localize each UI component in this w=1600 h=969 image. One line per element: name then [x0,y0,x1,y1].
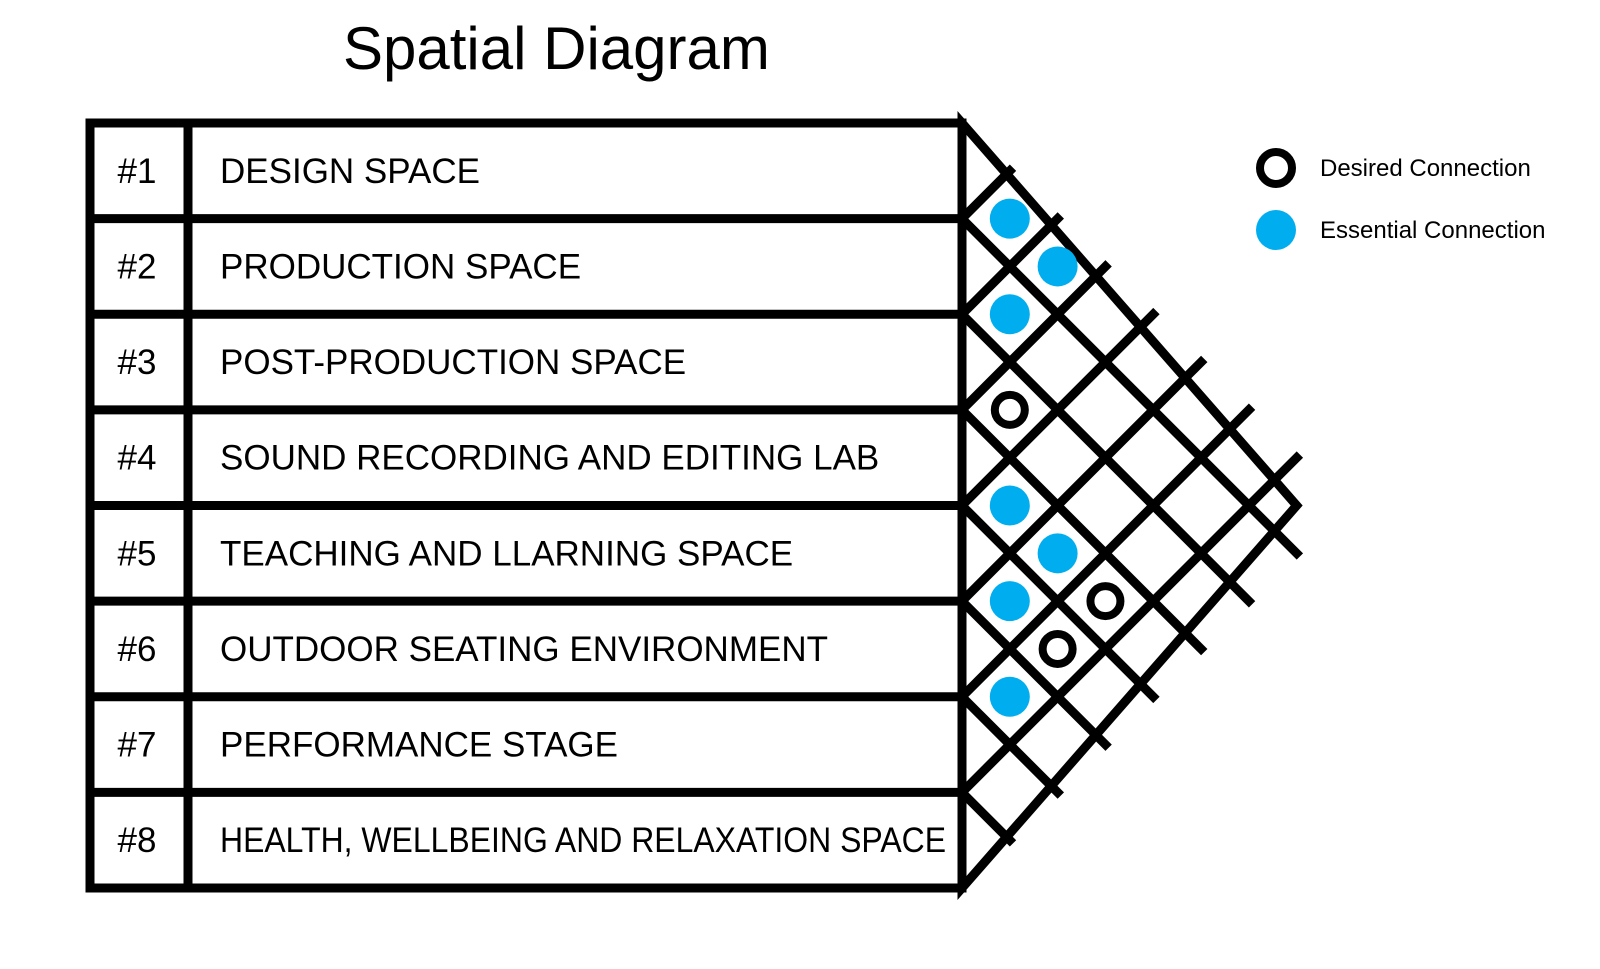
grid-line [955,403,1208,656]
essential-connection-swatch [1256,210,1296,250]
desired-connection-swatch [1256,148,1296,188]
grid-line [955,307,1160,512]
essential-connection-dot [1037,533,1078,574]
room-name: DESIGN SPACE [220,152,480,191]
room-number: #4 [118,439,157,478]
essential-connection-dot [1037,246,1078,287]
room-number: #6 [118,630,157,669]
legend-label: Desired Connection [1320,155,1531,182]
room-name: TEACHING AND LLARNING SPACE [220,534,793,573]
room-table: #1 DESIGN SPACE #2 PRODUCTION SPACE #3 POST-P… [85,118,967,893]
grid-line [955,164,1017,225]
essential-connection-dot [989,198,1030,239]
essential-connection-dot [989,581,1030,622]
legend-item-essential: Essential Connection [1256,210,1545,250]
room-row: #2 PRODUCTION SPACE [118,247,582,286]
room-row: #8 HEALTH, WELLBEING AND RELAXATION SPACE [118,821,946,860]
grid-line [955,403,1256,704]
grid-line [955,786,1017,847]
room-number: #7 [118,726,157,765]
grid-line [955,355,1208,608]
room-row: #3 POST-PRODUCTION SPACE [118,343,687,382]
connection-grid [955,111,1304,900]
room-name: POST-PRODUCTION SPACE [220,343,686,382]
room-row: #4 SOUND RECORDING AND EDITING LAB [118,439,880,478]
room-name: PERFORMANCE STAGE [220,726,618,765]
room-row: #7 PERFORMANCE STAGE [118,726,618,765]
room-number: #8 [118,821,157,860]
room-row: #1 DESIGN SPACE [118,152,480,191]
room-row: #5 TEACHING AND LLARNING SPACE [118,534,794,573]
legend-item-desired: Desired Connection [1256,148,1531,188]
room-row: #6 OUTDOOR SEATING ENVIRONMENT [118,630,828,669]
legend-label: Essential Connection [1320,217,1545,244]
grid-line [955,594,1112,751]
room-number: #5 [118,534,157,573]
grid-line [955,212,1304,560]
room-name: SOUND RECORDING AND EDITING LAB [220,439,879,478]
connection-markers [989,198,1125,717]
desired-connection-ring [1086,582,1125,621]
diagram-title: Spatial Diagram [343,15,770,82]
room-name: PRODUCTION SPACE [220,247,581,286]
essential-connection-dot [989,676,1030,717]
room-name: HEALTH, WELLBEING AND RELAXATION SPACE [220,821,946,860]
essential-connection-dot [989,294,1030,335]
room-number: #1 [118,152,157,191]
grid-line [955,260,1112,417]
room-number: #3 [118,343,157,382]
room-number: #2 [118,247,157,286]
desired-connection-ring [1038,629,1077,668]
room-name: OUTDOOR SEATING ENVIRONMENT [220,630,828,669]
grid-line [955,212,1064,321]
desired-connection-ring [990,390,1029,429]
grid-line [955,451,1304,799]
essential-connection-dot [989,485,1030,526]
